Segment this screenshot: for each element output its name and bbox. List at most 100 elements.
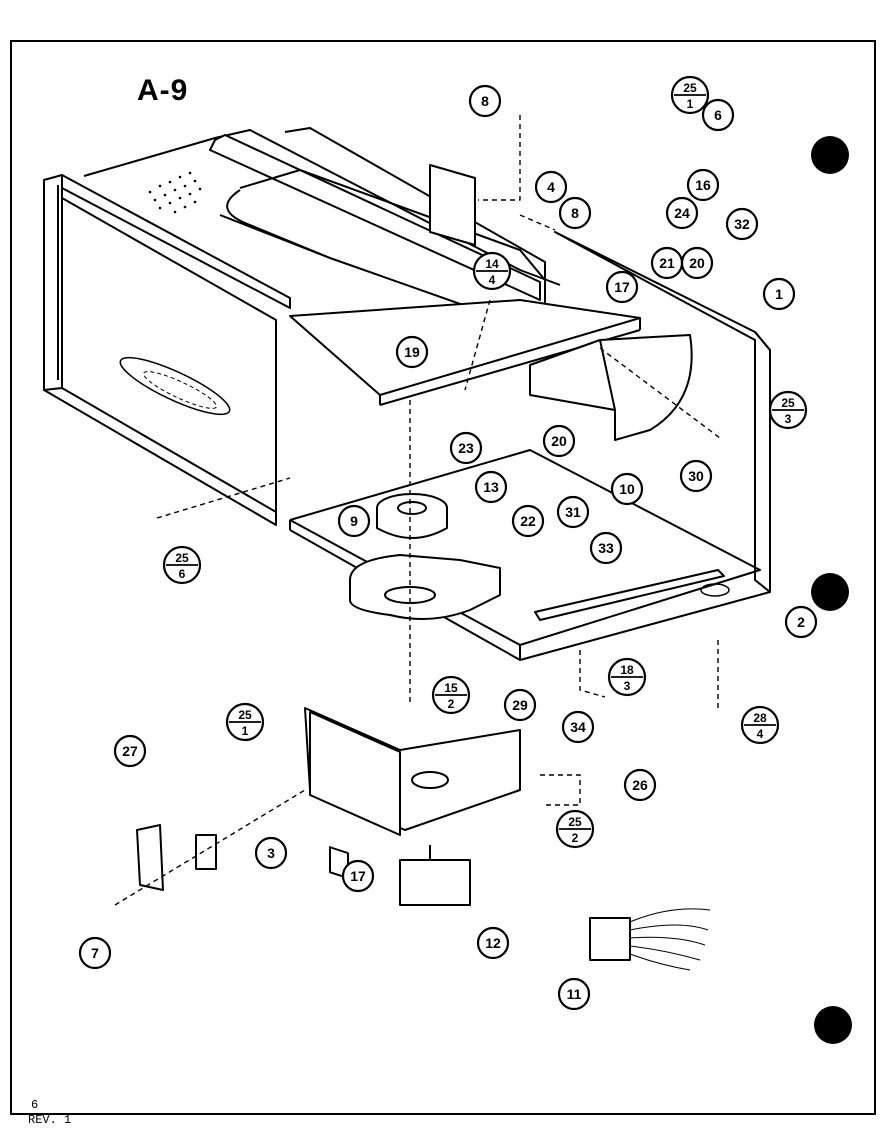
callout-circle (542, 424, 576, 458)
callout-label: 14 (485, 257, 499, 271)
diagram-frame (10, 40, 876, 1115)
callout-19: 19 (395, 335, 429, 369)
callout-circle (701, 98, 735, 132)
callout-circle (725, 207, 759, 241)
callout-label: 13 (483, 479, 499, 495)
callout-label: 15 (444, 681, 458, 695)
callout-label: 7 (91, 945, 99, 961)
callout-label: 25 (781, 396, 795, 410)
callout-25-3: 253 (768, 390, 808, 430)
callout-21: 21 (650, 246, 684, 280)
callout-17-top: 17 (605, 270, 639, 304)
callout-circle (556, 495, 590, 529)
callout-2: 2 (784, 605, 818, 639)
callout-label: 34 (570, 719, 586, 735)
callout-label: 26 (632, 777, 648, 793)
callout-label: 2 (797, 614, 805, 630)
callout-circle (511, 504, 545, 538)
switch-bracket (136, 824, 164, 891)
diagram-title: A-9 (137, 74, 189, 107)
fan-motor (399, 859, 471, 906)
callout-label: 9 (350, 513, 358, 529)
callout-label: 29 (512, 697, 528, 713)
callout-circle (254, 836, 288, 870)
callout-circle (679, 459, 713, 493)
duct-panel (209, 134, 541, 301)
callout-31: 31 (556, 495, 590, 529)
callout-label: 19 (404, 344, 420, 360)
callout-label: 3 (624, 679, 631, 693)
callout-label: 2 (572, 831, 579, 845)
callout-label: 27 (122, 743, 138, 759)
callout-label: 6 (714, 107, 722, 123)
callout-label: 3 (785, 412, 792, 426)
callout-25-2: 252 (555, 809, 595, 849)
binder-hole-middle (811, 573, 849, 611)
callout-circle (341, 859, 375, 893)
callout-8-mid: 8 (558, 196, 592, 230)
callout-4: 4 (534, 170, 568, 204)
callout-circle (665, 196, 699, 230)
binder-hole-bottom (814, 1006, 852, 1044)
callout-circle (113, 734, 147, 768)
callout-label: 1 (242, 724, 249, 738)
callout-circle (561, 710, 595, 744)
callout-13: 13 (474, 470, 508, 504)
callout-circle (474, 470, 508, 504)
callout-circle (395, 335, 429, 369)
callout-label: 4 (757, 727, 764, 741)
callout-23: 23 (449, 431, 483, 465)
callout-label: 21 (659, 255, 675, 271)
callout-27: 27 (113, 734, 147, 768)
front-frame-left (43, 174, 63, 391)
callout-label: 10 (619, 481, 635, 497)
callout-circle (337, 504, 371, 538)
callout-label: 3 (267, 845, 275, 861)
callout-25-1-top: 251 (670, 75, 710, 115)
callout-circle (589, 531, 623, 565)
callout-label: 25 (683, 81, 697, 95)
binder-holes (811, 136, 852, 1044)
callout-label: 12 (485, 935, 501, 951)
callout-label: 1 (775, 286, 783, 302)
callout-30: 30 (679, 459, 713, 493)
wire-connector (589, 917, 631, 961)
callout-20-mid: 20 (542, 424, 576, 458)
cabinet-drawing (43, 115, 771, 971)
callout-label: 16 (695, 177, 711, 193)
callout-circle (623, 768, 657, 802)
callout-label: 17 (350, 868, 366, 884)
callout-16: 16 (686, 168, 720, 202)
callout-20-top: 20 (680, 246, 714, 280)
callout-22: 22 (511, 504, 545, 538)
callout-label: 25 (568, 815, 582, 829)
callout-circle (686, 168, 720, 202)
callout-14-4: 144 (472, 251, 512, 291)
callout-label: 33 (598, 540, 614, 556)
callout-circle (610, 472, 644, 506)
callout-circle (449, 431, 483, 465)
callout-32: 32 (725, 207, 759, 241)
callout-25-6: 256 (162, 545, 202, 585)
callout-circle (503, 688, 537, 722)
callout-label: 20 (551, 433, 567, 449)
callout-15-2: 152 (431, 675, 471, 715)
callout-label: 18 (620, 663, 634, 677)
callout-28-4: 284 (740, 705, 780, 745)
callout-label: 6 (179, 567, 186, 581)
callout-label: 8 (571, 205, 579, 221)
callout-circle (476, 926, 510, 960)
callout-label: 30 (688, 468, 704, 484)
callout-label: 23 (458, 440, 474, 456)
callout-9: 9 (337, 504, 371, 538)
vent-perforations (148, 171, 202, 214)
callout-6: 6 (701, 98, 735, 132)
callout-circle (78, 936, 112, 970)
callout-18-3: 183 (607, 657, 647, 697)
callout-label: 22 (520, 513, 536, 529)
callout-29: 29 (503, 688, 537, 722)
callout-33: 33 (589, 531, 623, 565)
callout-34: 34 (561, 710, 595, 744)
callout-11: 11 (557, 977, 591, 1011)
